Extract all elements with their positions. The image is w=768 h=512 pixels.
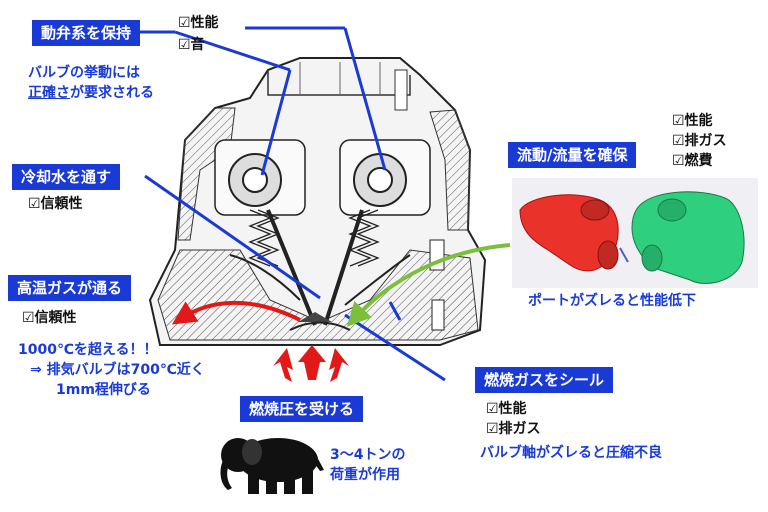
green-arrow-icon: [346, 243, 511, 327]
check-flow-emissions: ☑排ガス: [672, 133, 727, 149]
note-seal: バルブ軸がズレると圧縮不良: [480, 445, 662, 461]
note-valve-line1: バルブの挙動には: [28, 65, 140, 81]
label-coolant: 冷却水を通す: [12, 164, 121, 190]
check-flow-performance: ☑性能: [672, 113, 713, 129]
check-seal-performance: ☑性能: [486, 401, 527, 417]
note-valve-required: が要求される: [70, 85, 154, 101]
red-arrow-icon: [171, 300, 301, 325]
cylinder-head-section: [148, 57, 487, 346]
label-hot-gas: 高温ガスが通る: [8, 275, 132, 301]
check-flow-fuel: ☑燃費: [672, 153, 713, 169]
check-reliability-coolant: ☑信頼性: [28, 196, 83, 212]
note-hot-line1: 1000℃を超える！！: [18, 342, 158, 358]
note-hot-line3: 1mm程伸びる: [56, 382, 151, 398]
elephant-icon: [220, 438, 324, 494]
check-performance: ☑性能: [178, 15, 219, 31]
label-pressure: 燃焼圧を受ける: [240, 396, 364, 422]
port-model-panel: [512, 178, 758, 288]
note-valve-accuracy: 正確さ: [28, 85, 70, 101]
note-hot-line2: ⇒ 排気バルブは700℃近く: [30, 362, 205, 378]
check-seal-emissions: ☑排ガス: [486, 421, 541, 437]
note-valve-line2: 正確さが要求される: [28, 84, 154, 103]
label-flow: 流動/流量を確保: [508, 142, 637, 168]
check-noise: ☑音: [178, 37, 205, 53]
label-valve-train: 動弁系を保持: [32, 20, 141, 46]
pointer-lines: [140, 26, 446, 382]
note-elephant-line2: 荷重が作用: [330, 467, 400, 483]
note-port: ポートがズレると性能低下: [528, 293, 696, 309]
note-elephant-line1: 3～4トンの: [330, 447, 406, 463]
pressure-arrows: [273, 345, 349, 382]
check-reliability-hot-gas: ☑信頼性: [22, 310, 77, 326]
label-seal: 燃焼ガスをシール: [475, 367, 614, 393]
